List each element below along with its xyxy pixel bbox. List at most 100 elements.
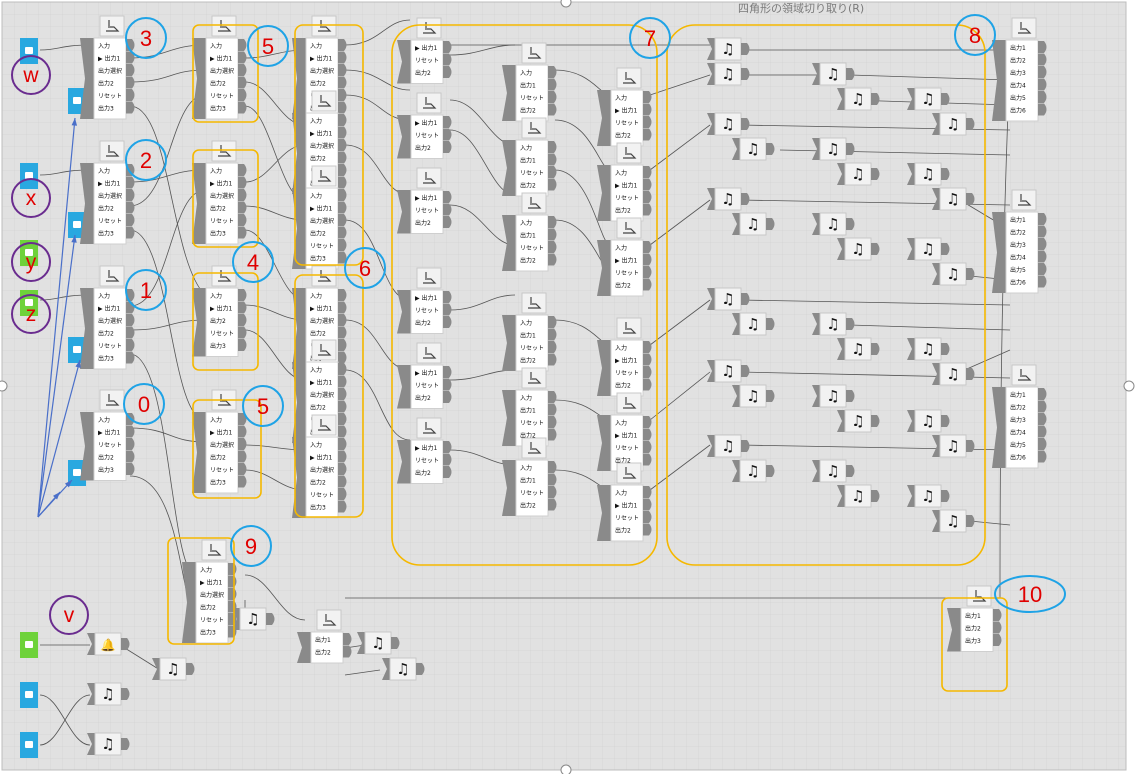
output-connector[interactable] — [443, 291, 452, 303]
output-connector[interactable] — [548, 416, 557, 428]
output-connector[interactable] — [338, 114, 347, 126]
output-connector[interactable] — [126, 64, 135, 76]
output-connector[interactable] — [643, 241, 652, 253]
output-connector[interactable] — [548, 241, 557, 253]
input-connector[interactable] — [812, 63, 820, 85]
input-connector[interactable] — [80, 412, 88, 481]
output-connector[interactable] — [548, 391, 557, 403]
resize-handle-top[interactable] — [560, 0, 572, 8]
sound-block[interactable]: ♫ — [707, 287, 750, 311]
input-connector[interactable] — [597, 240, 605, 296]
output-connector[interactable] — [238, 450, 247, 463]
output-connector[interactable] — [443, 116, 452, 128]
output-connector[interactable] — [443, 66, 452, 78]
sound-block[interactable]: ♫ — [357, 631, 400, 655]
input-connector[interactable] — [992, 40, 1000, 121]
output-connector[interactable] — [443, 453, 452, 466]
input-connector[interactable] — [297, 632, 305, 663]
output-connector[interactable] — [871, 93, 880, 105]
output-connector[interactable] — [1038, 275, 1047, 288]
output-connector[interactable] — [548, 66, 557, 78]
output-connector[interactable] — [548, 253, 557, 266]
output-connector[interactable] — [126, 189, 135, 201]
output-connector[interactable] — [443, 378, 452, 391]
output-connector[interactable] — [643, 203, 652, 216]
sound-block[interactable]: ♫ — [812, 137, 855, 161]
input-connector[interactable] — [837, 338, 845, 360]
output-connector[interactable] — [643, 428, 652, 441]
output-connector[interactable] — [1038, 225, 1047, 238]
output-connector[interactable] — [338, 363, 347, 375]
output-connector[interactable] — [643, 353, 652, 366]
output-connector[interactable] — [846, 465, 855, 477]
output-connector[interactable] — [643, 278, 652, 291]
sound-block[interactable]: ♫ — [707, 359, 750, 383]
input-connector[interactable] — [152, 658, 160, 680]
output-connector[interactable] — [741, 118, 750, 130]
input-connector[interactable] — [192, 288, 200, 357]
input-connector[interactable] — [502, 390, 510, 446]
sound-block[interactable]: ♫ — [732, 384, 775, 408]
input-connector[interactable] — [80, 163, 88, 244]
sensor-y[interactable] — [20, 240, 38, 266]
output-connector[interactable] — [443, 303, 452, 316]
output-connector[interactable] — [126, 351, 135, 364]
output-connector[interactable] — [338, 400, 347, 413]
output-connector[interactable] — [1038, 263, 1047, 275]
input-connector[interactable] — [732, 460, 740, 482]
output-connector[interactable] — [266, 613, 275, 625]
output-connector[interactable] — [741, 440, 750, 452]
input-connector[interactable] — [812, 313, 820, 335]
output-connector[interactable] — [871, 243, 880, 255]
output-connector[interactable] — [338, 475, 347, 488]
input-connector[interactable] — [192, 38, 200, 119]
input-connector[interactable] — [992, 212, 1000, 293]
input-connector[interactable] — [732, 385, 740, 407]
output-connector[interactable] — [238, 189, 247, 201]
input-connector[interactable] — [597, 90, 605, 146]
output-connector[interactable] — [846, 143, 855, 155]
output-connector[interactable] — [338, 126, 347, 139]
output-connector[interactable] — [126, 51, 135, 64]
output-connector[interactable] — [1038, 213, 1047, 225]
output-connector[interactable] — [741, 365, 750, 377]
input-connector[interactable] — [397, 290, 405, 334]
input-connector[interactable] — [707, 360, 715, 382]
output-connector[interactable] — [443, 466, 452, 478]
output-connector[interactable] — [126, 76, 135, 89]
resize-handle-left[interactable] — [0, 380, 8, 392]
output-connector[interactable] — [338, 289, 347, 301]
input-connector[interactable] — [732, 213, 740, 235]
input-connector[interactable] — [812, 460, 820, 482]
output-connector[interactable] — [443, 203, 452, 216]
output-connector[interactable] — [126, 314, 135, 326]
output-connector[interactable] — [766, 318, 775, 330]
input-connector[interactable] — [837, 88, 845, 110]
input-connector[interactable] — [182, 562, 190, 643]
output-connector[interactable] — [338, 189, 347, 201]
input-connector[interactable] — [837, 238, 845, 260]
sound-block[interactable]: ♫ — [812, 62, 855, 86]
output-connector[interactable] — [643, 523, 652, 536]
output-connector[interactable] — [643, 91, 652, 103]
input-connector[interactable] — [707, 435, 715, 457]
output-connector[interactable] — [643, 441, 652, 453]
output-connector[interactable] — [1038, 250, 1047, 263]
output-connector[interactable] — [643, 128, 652, 141]
sensor-x-2[interactable] — [68, 212, 86, 238]
output-connector[interactable] — [1038, 400, 1047, 413]
sensor-bottom-1[interactable] — [20, 682, 38, 708]
output-connector[interactable] — [741, 43, 750, 55]
input-connector[interactable] — [907, 88, 915, 110]
output-connector[interactable] — [1038, 103, 1047, 116]
